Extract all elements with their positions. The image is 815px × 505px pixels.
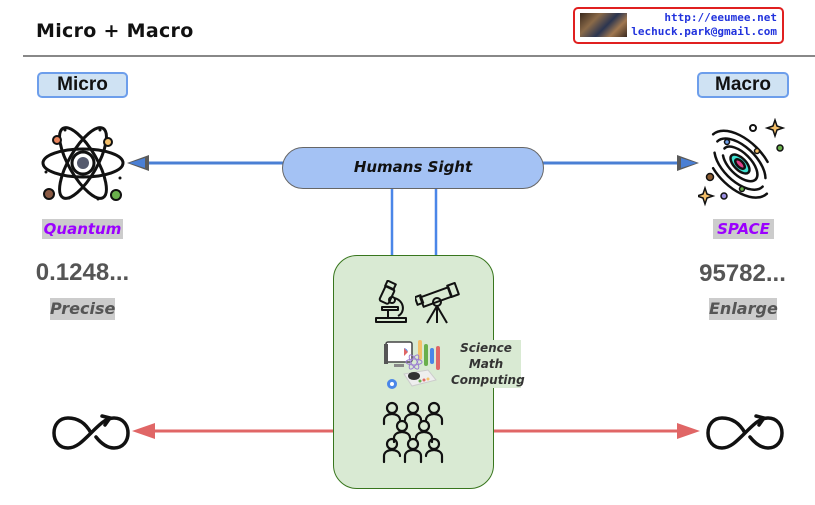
caption-science: Science [460, 341, 512, 355]
telescope-icon [415, 281, 460, 324]
credit-box: http://eeumee.net lechuck.park@gmail.com [573, 7, 784, 44]
precise-tag: Precise [50, 298, 116, 320]
caption-computing: Computing [451, 373, 525, 387]
author-thumbnail [580, 13, 627, 37]
galaxy-icon [698, 118, 786, 207]
space-tag: SPACE [713, 219, 774, 239]
tools-to-micro-cycle-arrowhead [132, 423, 155, 439]
enlarge-tag: Enlarge [709, 298, 778, 320]
credit-email-link[interactable]: lechuck.park@gmail.com [631, 25, 777, 38]
macro-infinity-loop-icon [706, 414, 784, 450]
micro-infinity-loop-icon [52, 414, 130, 450]
credit-url-link[interactable]: http://eeumee.net [664, 11, 777, 24]
tools-caption: Science Math Computing [451, 340, 525, 388]
humans-sight-node: Humans Sight [282, 147, 544, 189]
sight-to-macro-arrowhead-inner [681, 158, 697, 168]
micro-label: Micro [37, 72, 128, 98]
people-group-icon [382, 401, 444, 464]
macro-label: Macro [697, 72, 789, 98]
microscope-icon [375, 280, 407, 323]
title-divider [23, 55, 815, 57]
quantum-tag: Quantum [42, 219, 123, 239]
sight-to-micro-arrowhead-inner [129, 158, 145, 168]
page-title: Micro + Macro [36, 20, 194, 42]
macro-number: 95782... [699, 260, 786, 287]
tools-to-macro-cycle-arrowhead [677, 423, 700, 439]
data-computing-icon [384, 340, 440, 389]
micro-number: 0.1248... [35, 259, 130, 286]
caption-math: Math [468, 357, 504, 371]
atom-icon [41, 126, 125, 201]
